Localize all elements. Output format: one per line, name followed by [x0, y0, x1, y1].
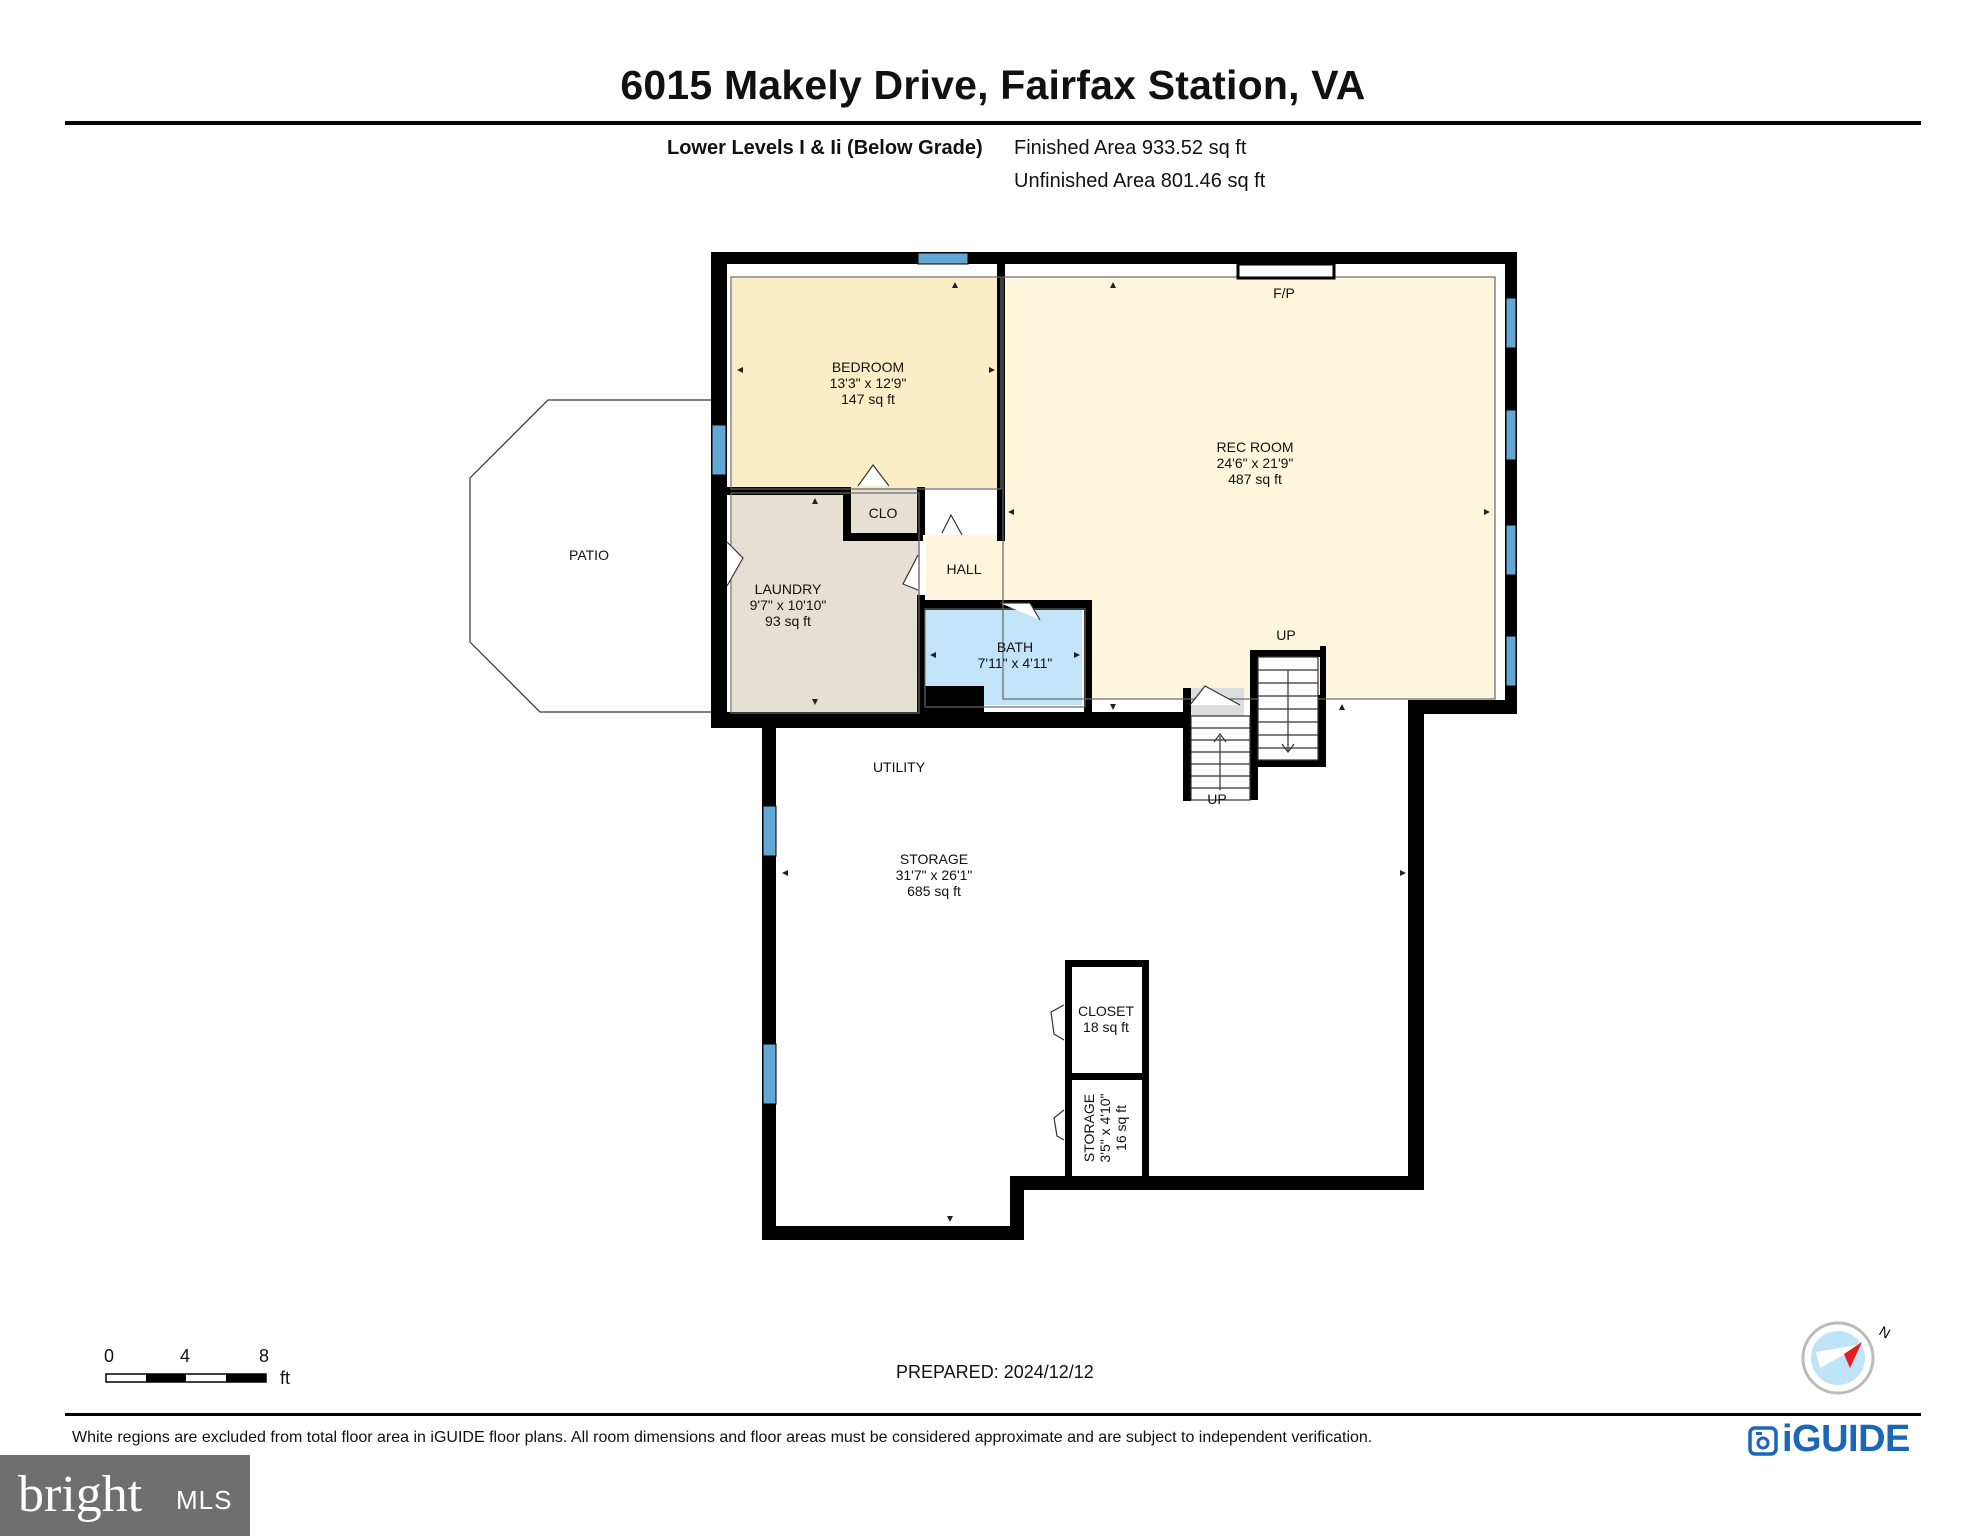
scale-unit: ft [280, 1368, 291, 1388]
door-swings [726, 463, 1241, 1141]
bedroom-name: BEDROOM [832, 359, 904, 375]
stairs-up-upper-label: UP [1276, 627, 1295, 643]
bedroom-area: 147 sq ft [841, 391, 895, 407]
iguide-brand: iGUIDE [1782, 1418, 1910, 1460]
unfinished-area: Unfinished Area 801.46 sq ft [1014, 170, 1266, 192]
scale-bar [105, 1373, 267, 1383]
laundry-name: LAUNDRY [755, 581, 822, 597]
rec-room-name: REC ROOM [1217, 439, 1294, 455]
clo-label: CLO [869, 505, 898, 521]
storage-area: 685 sq ft [907, 883, 961, 899]
finished-area: Finished Area 933.52 sq ft [1014, 137, 1247, 159]
clo-fill [847, 488, 919, 536]
closet-area: 18 sq ft [1083, 1019, 1129, 1035]
title-rule [65, 121, 1921, 125]
bath-dims: 7'11" x 4'11" [978, 655, 1053, 671]
stairs-lower [1190, 715, 1251, 801]
bright-mls-watermark: bright MLS [0, 1455, 250, 1536]
hall-fill [926, 535, 1006, 600]
patio-label: PATIO [569, 547, 609, 563]
small-storage-name: STORAGE [1081, 1094, 1097, 1162]
bedroom-dims: 13'3" x 12'9" [830, 375, 907, 391]
dimension-arrows [737, 282, 1490, 1222]
utility-label: UTILITY [873, 759, 926, 775]
bath-name: BATH [997, 639, 1033, 655]
small-storage-area: 16 sq ft [1113, 1105, 1129, 1151]
hall-label: HALL [946, 561, 981, 577]
fireplace [1236, 262, 1336, 280]
watermark-bright: bright [18, 1466, 143, 1523]
scale-tick-4: 4 [180, 1346, 191, 1366]
laundry-area: 93 sq ft [765, 613, 811, 629]
stairs-up-lower-label: UP [1207, 791, 1226, 807]
bedroom-fill [732, 278, 1000, 488]
stairs-upper [1257, 656, 1319, 761]
small-storage-dims: 3'5" x 4'10" [1097, 1093, 1113, 1162]
prepared-date: PREPARED: 2024/12/12 [896, 1362, 1094, 1382]
storage-dims: 31'7" x 26'1" [896, 867, 973, 883]
scale-tick-8: 8 [259, 1346, 270, 1366]
windows [711, 252, 1517, 1105]
fireplace-label: F/P [1273, 285, 1295, 301]
disclaimer-text: White regions are excluded from total fl… [72, 1429, 1373, 1446]
footer-rule [65, 1413, 1921, 1416]
closet-name: CLOSET [1078, 1003, 1134, 1019]
compass-north-label: N [1877, 1323, 1894, 1342]
storage-name: STORAGE [900, 851, 968, 867]
rec-room-area: 487 sq ft [1228, 471, 1282, 487]
iguide-logo-icon [1748, 1426, 1778, 1456]
scale-tick-0: 0 [104, 1346, 115, 1366]
rec-room-dims: 24'6" x 21'9" [1217, 455, 1294, 471]
laundry-dims: 9'7" x 10'10" [750, 597, 827, 613]
interior-walls [727, 264, 1326, 1184]
page-title: 6015 Makely Drive, Fairfax Station, VA [620, 62, 1366, 108]
watermark-mls: MLS [176, 1485, 233, 1515]
level-name: Lower Levels I & Ii (Below Grade) [667, 137, 983, 159]
compass-icon: N [1801, 1321, 1894, 1395]
